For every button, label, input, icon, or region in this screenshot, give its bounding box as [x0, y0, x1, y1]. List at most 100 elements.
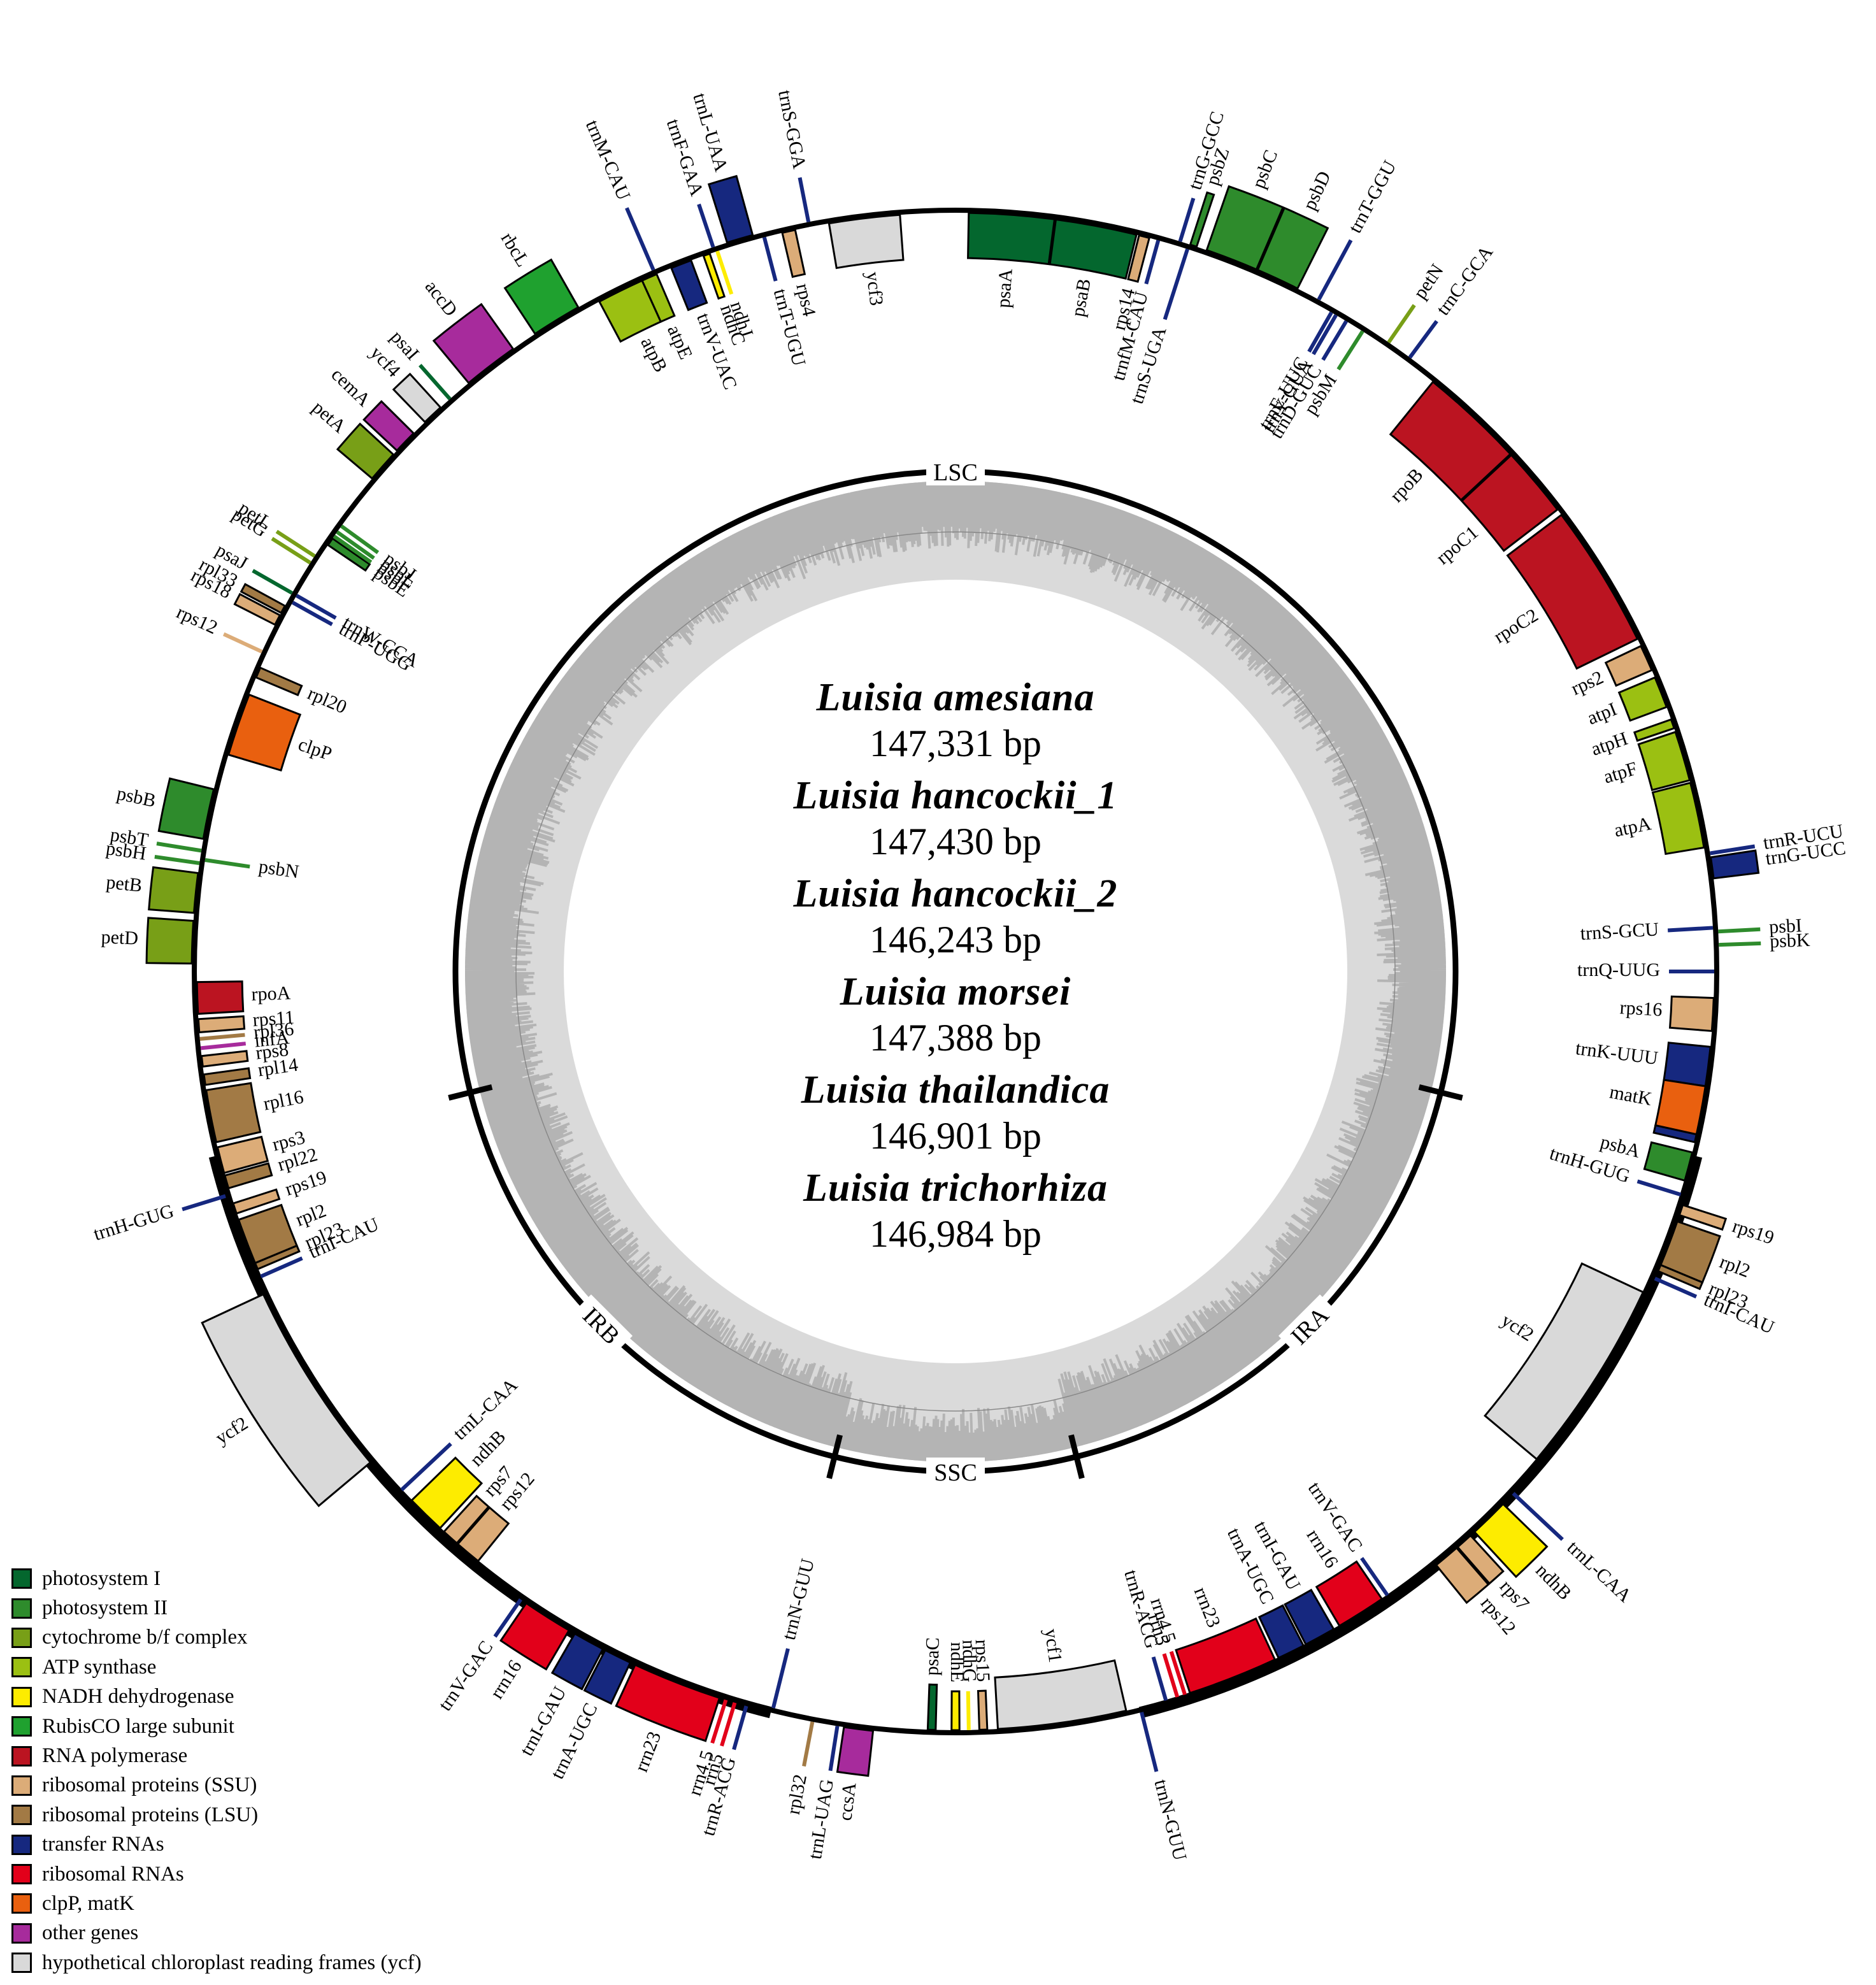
legend-label: ribosomal proteins (SSU) [42, 1774, 257, 1797]
gene-label-ndhb: ndhB [1531, 1559, 1575, 1604]
gene-label-trnl-caa: trnL-CAA [449, 1374, 522, 1444]
gene-label-psbk: psbK [1770, 929, 1811, 952]
legend-label: ribosomal proteins (LSU) [42, 1803, 259, 1826]
gene-rps7 [442, 1494, 490, 1545]
gene-petb [148, 866, 199, 914]
gene-psbh [154, 854, 200, 865]
gene-atpf [1637, 731, 1691, 791]
gene-trnk-uuu [1663, 1042, 1712, 1087]
gene-trnv-gac [493, 1598, 522, 1638]
gene-psbc [1205, 185, 1285, 271]
gene-infa [200, 1042, 247, 1050]
gene-rpoc1 [1460, 454, 1559, 552]
gene-atpi [1617, 676, 1668, 722]
genome-length: 146,243 bp [870, 919, 1042, 961]
legend-swatch [11, 1716, 32, 1737]
gene-psac [926, 1683, 938, 1731]
gene-rpl36 [199, 1033, 245, 1041]
gene-label-rpl2: rpl2 [1717, 1251, 1753, 1282]
svg-text:LSC: LSC [933, 459, 978, 486]
gene-label-rpl16: rpl16 [262, 1086, 305, 1114]
gene-trnr-acg [732, 1705, 748, 1751]
gene-ndhe [950, 1690, 961, 1731]
gene-label-ndhg: ndhG [958, 1640, 980, 1682]
gene-trnl-uag [828, 1726, 840, 1772]
gene-label-trnl-caa: trnL-CAA [1563, 1537, 1636, 1607]
gene-label-rps11: rps11 [252, 1007, 295, 1031]
gene-label-rrn16: rrn16 [486, 1656, 526, 1703]
gene-label-atpe: atpE [663, 322, 696, 362]
gene-trng-gcc [1178, 197, 1196, 242]
gene-rrn5 [1162, 1653, 1180, 1698]
gene-label-psbc: psbC [1248, 147, 1282, 191]
gene-label-rps2: rps2 [1568, 667, 1607, 699]
gene-ndhj [715, 250, 734, 295]
legend-label: photosystem II [42, 1596, 168, 1620]
gene-label-atpi: atpI [1584, 698, 1620, 729]
legend-swatch [11, 1953, 32, 1974]
gene-label-rrn23: rrn23 [1190, 1584, 1224, 1631]
gene-label-psbd: psbD [1299, 168, 1335, 213]
gene-rps19 [1678, 1203, 1728, 1231]
gene-psbt [156, 842, 202, 853]
gene-psai [419, 364, 452, 401]
legend-item-psI: photosystem I [11, 1564, 422, 1593]
gene-trny-gua [1312, 314, 1338, 355]
gene-label-trnk-uuu: trnK-UUU [1575, 1038, 1659, 1069]
gene-clpp [227, 693, 302, 772]
gene-trnd-guc [1321, 320, 1348, 361]
gene-psbz [1189, 191, 1215, 248]
legend-label: clpP, matK [42, 1891, 134, 1915]
gene-trns-gga [798, 177, 811, 223]
legend-item-psII: photosystem II [11, 1593, 422, 1623]
gene-label-clpp: clpP [296, 734, 334, 765]
gene-trna-ugc [583, 1649, 632, 1705]
gene-rpl22 [224, 1162, 273, 1190]
legend-label: hypothetical chloroplast reading frames … [42, 1951, 422, 1974]
legend-item-rbc: RubisCO large subunit [11, 1712, 422, 1741]
gene-rps19 [232, 1188, 281, 1215]
gene-label-atpf: atpF [1601, 758, 1640, 788]
gene-label-trnm-cau: trnM-CAU [582, 117, 634, 204]
gene-rpoc2 [1506, 513, 1639, 670]
legend-label: RNA polymerase [42, 1744, 188, 1768]
gene-label-rpl32: rpl32 [783, 1773, 811, 1816]
gene-rps3 [216, 1135, 269, 1175]
legend-swatch [11, 1627, 32, 1648]
gene-rps18 [233, 592, 282, 626]
gene-rrn5 [720, 1702, 737, 1747]
legend-swatch [11, 1745, 32, 1766]
gene-label-ndhe: ndhE [947, 1642, 968, 1682]
gene-psbd [1256, 206, 1329, 290]
gene-trnr-ucu [1710, 844, 1756, 856]
legend-label: photosystem I [42, 1566, 161, 1590]
gene-label-rps12: rps12 [173, 601, 220, 638]
legend-swatch [11, 1864, 32, 1885]
legend-swatch [11, 1657, 32, 1678]
gene-trnk-uuu-exon-2- [1652, 1124, 1698, 1143]
gene-rrn4-5 [1169, 1651, 1187, 1696]
gene-rpoa [196, 980, 245, 1015]
genome-length: 147,331 bp [870, 722, 1042, 764]
gene-petn [1387, 304, 1416, 344]
gene-label-rps15: rps15 [971, 1639, 994, 1682]
legend-item-ycf: hypothetical chloroplast reading frames … [11, 1948, 422, 1977]
gene-ycf2 [201, 1293, 372, 1507]
gene-psbi [1718, 927, 1761, 934]
gene-trnn-guu [1140, 1712, 1159, 1772]
gene-trnw-cca [295, 594, 337, 620]
gene-label-rpl36: rpl36 [253, 1019, 295, 1043]
gene-atpe [641, 273, 676, 324]
gene-label-rbcl: rbcL [497, 229, 534, 271]
legend-item-lsu: ribosomal proteins (LSU) [11, 1800, 422, 1830]
gene-rps8 [200, 1050, 249, 1068]
gene-label-rps19: rps19 [1729, 1215, 1777, 1249]
gene-label-rpoc2: rpoC2 [1490, 605, 1542, 647]
gene-psaj [252, 569, 293, 595]
gene-trna-ugc [1257, 1604, 1305, 1659]
gene-label-atpa: atpA [1612, 813, 1653, 841]
gene-label-psbb: psbB [115, 783, 157, 812]
gene-rrn23 [615, 1663, 721, 1742]
gene-rrn16 [499, 1602, 571, 1671]
